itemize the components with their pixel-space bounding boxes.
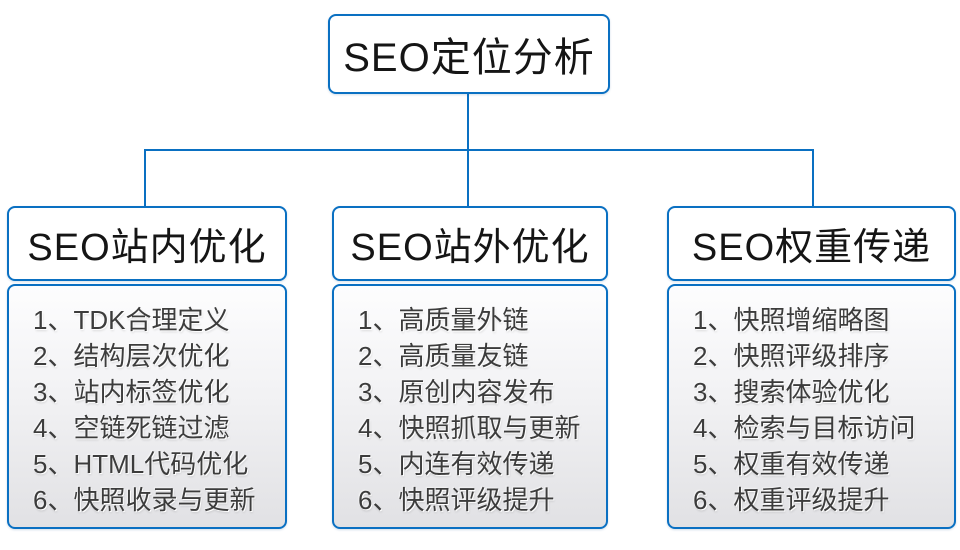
list-item: 5、权重有效传递 [693,449,890,479]
connector-drop-middle [467,149,469,207]
list-item: 6、权重评级提升 [693,485,890,515]
branch-title-onsite: SEO站内优化 [7,206,287,281]
list-item: 1、TDK合理定义 [33,305,230,335]
branch-list-onsite: 1、TDK合理定义 2、结构层次优化 3、站内标签优化 4、空链死链过滤 5、H… [7,284,287,529]
branch-title-offsite: SEO站外优化 [332,206,608,281]
list-item: 3、站内标签优化 [33,377,230,407]
list-item: 4、检索与目标访问 [693,413,916,443]
list-item: 2、高质量友链 [358,341,529,371]
connector-root-stub [467,93,469,151]
list-item: 2、快照评级排序 [693,341,890,371]
list-item: 5、内连有效传递 [358,449,555,479]
connector-drop-right [812,149,814,207]
branch-list-weight: 1、快照增缩略图 2、快照评级排序 3、搜索体验优化 4、检索与目标访问 5、权… [667,284,956,529]
root-node: SEO定位分析 [328,14,610,94]
branch-title-weight: SEO权重传递 [667,206,956,281]
branch-list-offsite: 1、高质量外链 2、高质量友链 3、原创内容发布 4、快照抓取与更新 5、内连有… [332,284,608,529]
list-item: 1、高质量外链 [358,305,529,335]
branch-title-onsite-label: SEO站内优化 [27,227,267,269]
list-item: 4、快照抓取与更新 [358,413,581,443]
root-node-title: SEO定位分析 [343,36,595,80]
branch-title-offsite-label: SEO站外优化 [350,227,590,269]
list-item: 5、HTML代码优化 [33,449,249,479]
list-item: 6、快照评级提升 [358,485,555,515]
list-item: 2、结构层次优化 [33,341,230,371]
list-item: 6、快照收录与更新 [33,485,256,515]
branch-title-weight-label: SEO权重传递 [691,227,932,269]
list-item: 3、搜索体验优化 [693,377,890,407]
list-item: 3、原创内容发布 [358,377,555,407]
connector-horizontal-bar [144,149,814,151]
list-item: 1、快照增缩略图 [693,305,890,335]
connector-drop-left [144,149,146,207]
list-item: 4、空链死链过滤 [33,413,230,443]
